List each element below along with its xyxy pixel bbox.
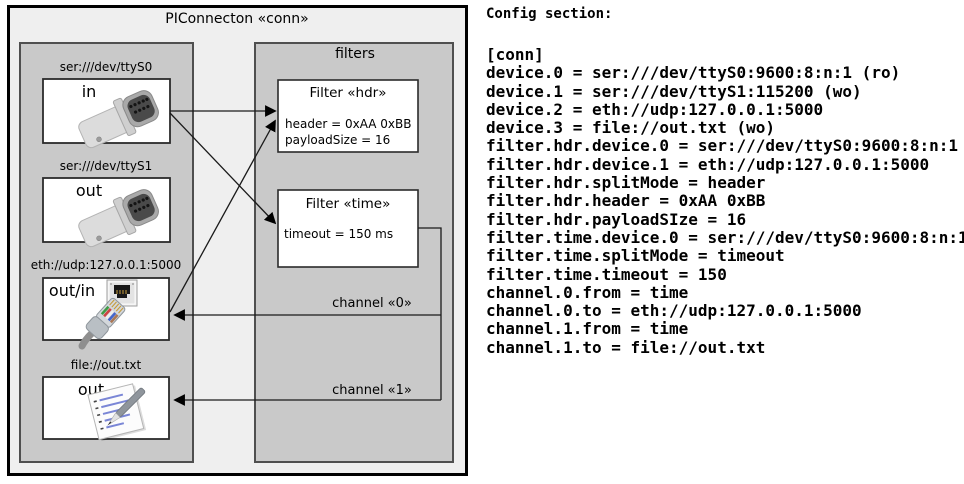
config-line: channel.1.to = file://out.txt xyxy=(486,337,766,357)
ethernet-plug-icon xyxy=(85,297,126,340)
config-panel: Config section: [conn] device.0 = ser://… xyxy=(486,5,964,357)
config-line: filter.time.splitMode = timeout xyxy=(486,246,785,266)
config-line: filter.time.device.0 = ser:///dev/ttyS0:… xyxy=(486,227,964,247)
arrow-eth-to-hdr xyxy=(169,119,276,313)
config-line: channel.1.from = time xyxy=(486,319,689,339)
config-line: device.1 = ser:///dev/ttyS1:115200 (wo) xyxy=(486,81,862,101)
device-url-file: file://out.txt xyxy=(71,358,142,372)
config-line: device.3 = file://out.txt (wo) xyxy=(486,118,775,138)
config-line: filter.hdr.payloadSIze = 16 xyxy=(486,209,747,229)
config-line: device.0 = ser:///dev/ttyS0:9600:8:n:1 (… xyxy=(486,63,901,83)
arrow-ttys0-to-time xyxy=(169,112,277,225)
ethernet-cable xyxy=(78,329,96,350)
channel-1-label: channel «1» xyxy=(332,383,412,398)
config-line: filter.hdr.device.0 = ser:///dev/ttyS0:9… xyxy=(486,136,959,156)
config-line: filter.hdr.device.1 = eth://udp:127.0.0.… xyxy=(486,154,930,174)
device-url-ttys1: ser:///dev/ttyS1 xyxy=(60,159,152,173)
config-line: filter.hdr.splitMode = header xyxy=(486,173,766,193)
config-line: filter.hdr.header = 0xAA 0xBB xyxy=(486,191,766,211)
device-port-label: out xyxy=(76,181,102,200)
config-line: channel.0.to = eth://udp:127.0.0.1:5000 xyxy=(486,301,862,321)
connector-diagram: PIConnecton «conn» filters ser:///dev/tt… xyxy=(7,5,468,476)
config-line: device.2 = eth://udp:127.0.0.1:5000 xyxy=(486,99,824,119)
notepad-icon xyxy=(87,383,147,442)
channel-0-label: channel «0» xyxy=(332,296,412,311)
channel-routing-line xyxy=(418,227,442,400)
filter-time-param-timeout: timeout = 150 ms xyxy=(284,227,393,241)
device-url-eth: eth://udp:127.0.0.1:5000 xyxy=(31,258,182,272)
config-lines: [conn] device.0 = ser:///dev/ttyS0:9600:… xyxy=(486,45,964,357)
config-line: channel.0.from = time xyxy=(486,282,689,302)
filter-time-title: Filter «time» xyxy=(306,196,391,212)
filter-hdr-title: Filter «hdr» xyxy=(310,85,387,101)
filter-box-hdr xyxy=(277,79,419,153)
device-url-ttys0: ser:///dev/ttyS0 xyxy=(60,60,152,74)
config-heading: Config section: xyxy=(486,6,613,22)
filter-box-time xyxy=(277,189,419,268)
config-line: filter.time.timeout = 150 xyxy=(486,264,727,284)
device-port-label: out/in xyxy=(49,281,95,300)
filter-hdr-param-payloadsize: payloadSize = 16 xyxy=(285,133,390,147)
diagram-title: PIConnecton «conn» xyxy=(165,11,309,27)
config-line: [conn] xyxy=(486,45,544,64)
device-port-label: in xyxy=(82,82,97,101)
filter-hdr-param-header: header = 0xAA 0xBB xyxy=(285,117,411,131)
pen-icon xyxy=(107,387,146,426)
filters-panel-label: filters xyxy=(335,46,375,62)
